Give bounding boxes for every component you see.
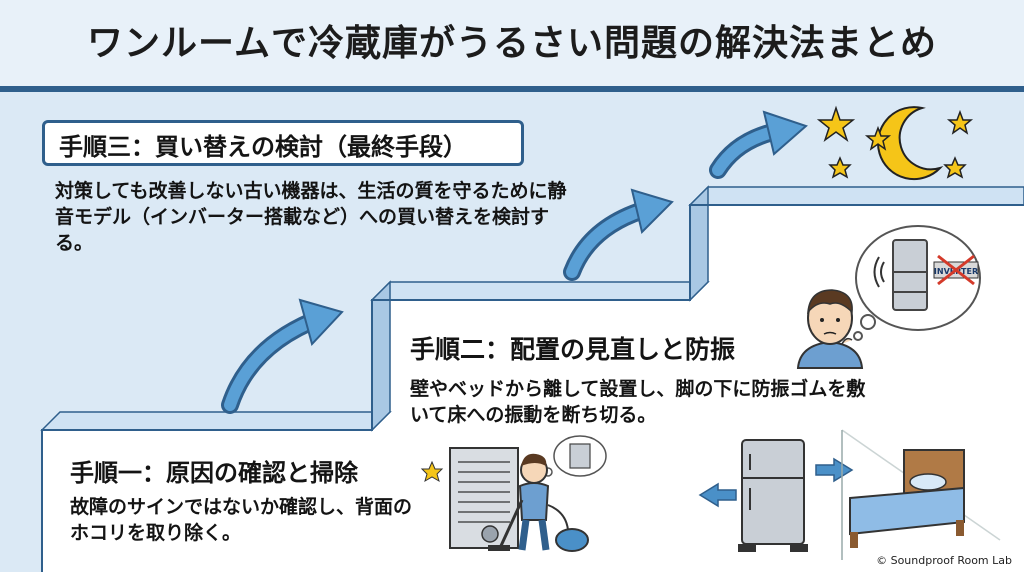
star-icon xyxy=(946,109,974,135)
stair-top-3 xyxy=(688,186,1024,206)
step-3-heading-box: 手順三：買い替えの検討（最終手段） xyxy=(42,120,524,166)
step-1-heading: 手順一：原因の確認と掃除 xyxy=(70,459,358,487)
arrow-right-icon xyxy=(815,457,854,483)
fridge-icon xyxy=(892,239,928,311)
stair-top-1 xyxy=(40,411,392,431)
moon-icon xyxy=(877,106,944,181)
relocation-illustration xyxy=(698,429,1001,560)
stair-riser-1 xyxy=(371,280,391,432)
arrow-up-1 xyxy=(221,309,329,414)
step-1-description: 故障のサインではないか確認し、背面のホコリを取り除く。 xyxy=(70,496,413,544)
title-bar xyxy=(0,0,1024,86)
step-3-heading: 手順三：買い替えの検討（最終手段） xyxy=(59,133,467,161)
credit-label: © Soundproof Room Lab xyxy=(872,553,1016,568)
stair-top-2 xyxy=(370,281,710,301)
cleaning-illustration xyxy=(420,435,607,552)
stair-riser-2 xyxy=(689,185,709,302)
stair-outline xyxy=(41,204,1024,572)
star-icon xyxy=(864,125,892,151)
worried-person-illustration xyxy=(796,289,864,369)
step-3-description: 対策しても改善しない古い機器は、生活の質を守るために静音モデル（インバーター搭載… xyxy=(55,180,567,254)
star-icon xyxy=(943,156,967,179)
star-icon xyxy=(828,156,852,179)
step-2-heading: 手順二：配置の見直しと防振 xyxy=(410,335,736,364)
page-title: ワンルームで冷蔵庫がうるさい問題の解決法まとめ xyxy=(87,23,937,64)
title-divider xyxy=(0,86,1024,92)
arrow-left-icon xyxy=(698,482,737,508)
step-2-description: 壁やベッドから離して設置し、脚の下に防振ゴムを敷いて床への振動を断ち切る。 xyxy=(410,378,866,426)
star-icon xyxy=(816,105,856,142)
